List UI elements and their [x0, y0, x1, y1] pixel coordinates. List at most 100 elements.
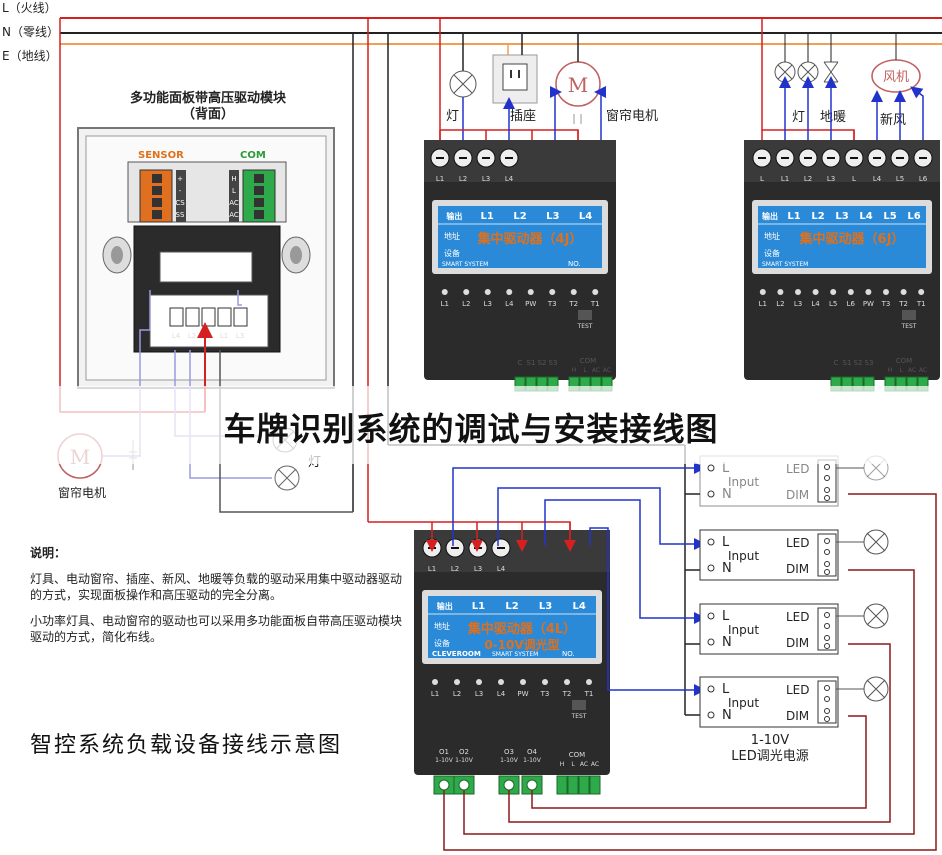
supply-led-label: LED: [786, 462, 810, 476]
supply-output-pin: [824, 475, 830, 481]
bottom-com-pin-label: L: [899, 367, 903, 374]
notes-para-2: 小功率灯具、电动窗帘的驱动也可以采用多功能面板自带高压驱动模块驱动的方式，简化布…: [30, 614, 403, 644]
status-led-label: L2: [776, 300, 784, 308]
supply-input-label: Input: [728, 696, 759, 710]
bottom-left-pin-label: S1: [527, 359, 536, 367]
status-led-label: T1: [590, 300, 600, 308]
supply-output-pin: [824, 643, 830, 649]
status-led-label: T1: [584, 690, 594, 698]
supply-led-label: LED: [786, 536, 810, 550]
terminal-label: L1: [428, 565, 436, 573]
led-lamp-cross: [866, 532, 886, 552]
lcd-footer: SMART SYSTEM: [442, 261, 488, 268]
status-led: [918, 289, 925, 295]
status-led-label: T3: [881, 300, 891, 308]
notes-para-1: 灯具、电动窗帘、插座、新风、地暖等负载的驱动采用集中驱动器驱动的方式，实现面板操…: [30, 572, 403, 602]
power-rails: L（火线） N（零线） E（地线）: [2, 1, 942, 63]
led-supply-caption-1: 1-10V: [751, 733, 790, 748]
status-led: [900, 289, 907, 295]
status-led-label: T2: [898, 300, 908, 308]
output-sub-label: 1-10V: [500, 757, 519, 764]
status-led-label: L1: [441, 300, 449, 308]
status-led: [432, 679, 438, 685]
test-label: TEST: [901, 323, 917, 330]
bottom-com-pin-label: H: [572, 367, 577, 374]
status-led-label: L3: [484, 300, 492, 308]
status-led-label: L3: [475, 690, 483, 698]
supply-l-label: L: [722, 535, 730, 550]
supply-pin-l: [707, 538, 715, 546]
supply-pin-n: [707, 711, 715, 719]
supply-output-pin: [824, 464, 830, 470]
panel-subtitle: （背面）: [182, 106, 234, 122]
status-led-label: T3: [547, 300, 557, 308]
status-led: [812, 289, 819, 295]
terminal-label: L5: [896, 175, 904, 183]
supply-output-pin: [824, 685, 830, 691]
supply-n-label: N: [722, 635, 732, 650]
bottom-com-pin-label: L: [583, 367, 587, 374]
terminal-label: L: [852, 175, 856, 183]
rail-earth-label: E（地线）: [2, 49, 58, 63]
lcd-header: L3: [539, 601, 552, 612]
status-led-label: L1: [759, 300, 767, 308]
panel-terminal: [201, 307, 216, 327]
status-led: [847, 289, 854, 295]
lcd-header: L2: [811, 211, 824, 222]
top-curtain-label: 窗帘电机: [606, 108, 658, 124]
lcd-device-label: 设备: [434, 638, 450, 648]
supply-pin-l: [707, 685, 715, 693]
bottom-com-pin-label: AC: [919, 367, 927, 374]
supply-input-label: Input: [728, 475, 759, 489]
status-led-label: PW: [517, 690, 528, 698]
left-curtain-label: 窗帘电机: [58, 485, 106, 500]
status-led: [520, 679, 526, 685]
lcd-header: L5: [883, 211, 896, 222]
test-button: [572, 700, 586, 710]
output-label: O2: [459, 748, 469, 756]
led-supply-box: [699, 529, 839, 581]
panel-terminal: [185, 307, 200, 327]
output-screw: [503, 779, 515, 791]
status-led-label: L4: [497, 690, 506, 698]
status-led: [830, 289, 837, 295]
com-pin-label: H: [231, 175, 236, 183]
notes: 说明： 灯具、电动窗帘、插座、新风、地暖等负载的驱动采用集中驱动器驱动的方式，实…: [30, 545, 410, 655]
terminal-label: L1: [436, 175, 444, 183]
panel-title: 多功能面板带高压驱动模块: [130, 90, 287, 106]
status-led: [570, 289, 577, 295]
lcd-no: NO.: [568, 260, 581, 268]
led-supply-box: [699, 603, 839, 655]
lcd-header: 输出: [446, 211, 462, 221]
lcd-header: L2: [505, 601, 518, 612]
status-led-label: T1: [916, 300, 926, 308]
supply-output-pin: [824, 538, 830, 544]
bottom-com-label: COM: [569, 751, 585, 759]
terminal-label: L4: [497, 565, 506, 573]
status-led-label: PW: [863, 300, 874, 308]
status-led: [506, 289, 513, 295]
top-floorheat-label: 地暖: [820, 110, 846, 125]
output-screw: [438, 779, 450, 791]
bottom-com-label: COM: [896, 357, 912, 365]
com-pin: [254, 186, 264, 195]
lcd-header: 输出: [437, 601, 453, 611]
sensor-pin-label: -: [179, 187, 182, 195]
led-supply-box: [699, 676, 839, 728]
com-pin-label: L: [232, 187, 236, 195]
bottom-com-label: COM: [580, 357, 596, 365]
status-led-label: L6: [847, 300, 856, 308]
top-motor-glyph: M: [568, 73, 588, 97]
sensor-pin-label: +: [177, 175, 183, 183]
lcd-header: L4: [573, 601, 586, 612]
mount-hole-right: [281, 236, 311, 274]
status-led: [484, 289, 491, 295]
status-led: [777, 289, 784, 295]
status-led-label: T2: [568, 300, 578, 308]
panel-terminal: [217, 307, 232, 327]
lcd-address-label: 地址: [444, 231, 460, 241]
